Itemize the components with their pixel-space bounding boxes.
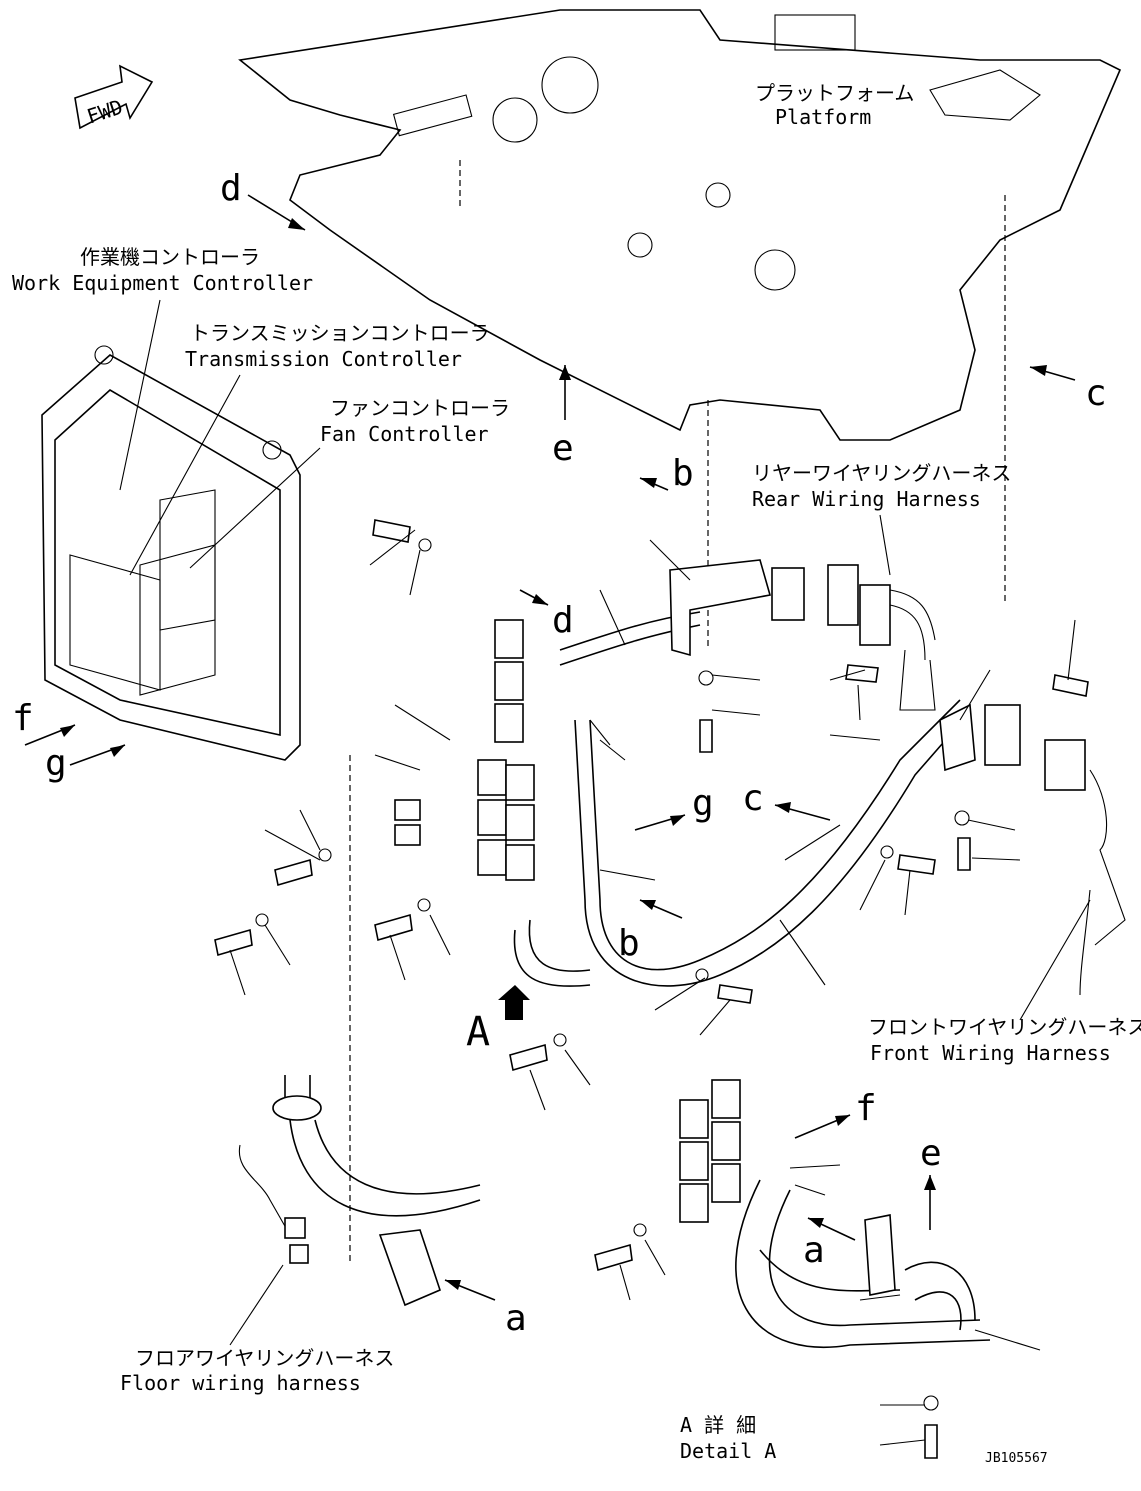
floor-harness-label-jp: フロアワイヤリングハーネス (135, 1346, 394, 1370)
front-harness-cable (513, 611, 971, 987)
front-harness-label-en: Front Wiring Harness (870, 1041, 1111, 1065)
front-harness-connector (939, 703, 1126, 996)
view-a-arrow-icon (498, 985, 530, 1020)
ref-d-mid: d (552, 600, 574, 641)
ref-c-mid: c (742, 778, 764, 819)
detail-a-label-en: Detail A (680, 1439, 776, 1463)
detail-a-assembly (679, 1079, 991, 1349)
connector-block (394, 619, 535, 881)
ref-a-detail: a (803, 1230, 825, 1271)
transmission-controller-label-jp: トランスミッションコントローラ (190, 321, 490, 345)
ref-e-top: e (552, 428, 574, 469)
ref-f-detail: f (855, 1088, 877, 1129)
rear-harness-bracket (669, 559, 936, 711)
work-equipment-controller-label-jp: 作業機コントローラ (80, 245, 260, 269)
drawing-number: JB105567 (985, 1451, 1048, 1466)
ref-b-mid: b (618, 923, 640, 964)
ref-g-left: g (45, 743, 67, 784)
platform-plate (238, 9, 1122, 650)
transmission-controller-label-en: Transmission Controller (185, 347, 462, 371)
fwd-arrow-icon: FWD (74, 64, 154, 130)
fan-controller-label-jp: ファンコントローラ (330, 396, 510, 420)
ref-d-top: d (220, 168, 242, 209)
front-harness-label-jp: フロントワイヤリングハーネス (868, 1015, 1141, 1039)
platform-label-en: Platform (775, 105, 871, 129)
work-equipment-controller-label-en: Work Equipment Controller (12, 271, 313, 295)
floor-harness (238, 755, 481, 1307)
ref-e-detail: e (920, 1133, 942, 1174)
ref-c-right: c (1085, 373, 1107, 414)
bolts (214, 519, 1089, 1459)
platform-label-jp: プラットフォーム (755, 81, 914, 105)
detail-a-label-jp: A 詳 細 (680, 1413, 756, 1437)
ref-g-mid: g (692, 783, 714, 824)
rear-harness-label-en: Rear Wiring Harness (752, 487, 981, 511)
controller-box (41, 345, 301, 761)
ref-a-floor: a (505, 1298, 527, 1339)
rear-harness-label-jp: リヤーワイヤリングハーネス (752, 461, 1011, 485)
fan-controller-label-en: Fan Controller (320, 422, 489, 446)
ref-f-left: f (12, 698, 34, 739)
floor-harness-label-en: Floor wiring harness (120, 1371, 361, 1395)
ref-a-view: A (466, 1009, 490, 1055)
ref-b-top: b (672, 453, 694, 494)
